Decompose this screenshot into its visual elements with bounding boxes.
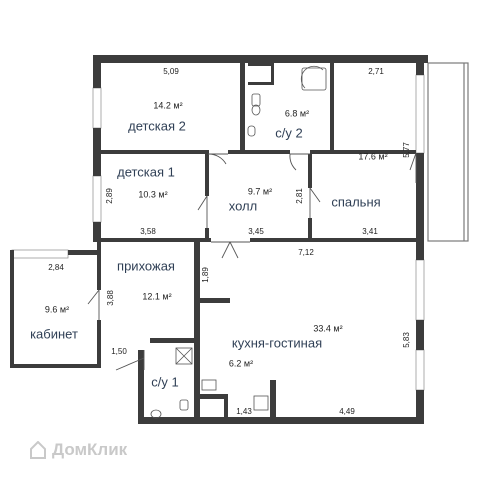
detskaya1-label: детская 1 [117, 164, 175, 180]
su2-label: с/у 2 [275, 125, 303, 141]
inner-walls [93, 63, 416, 424]
house-icon [30, 441, 46, 459]
kuhnya-label: кухня-гостиная [231, 335, 323, 351]
su2-area: 6.8 м² [284, 108, 310, 119]
dim-office-height: 3,88 [106, 290, 115, 306]
balcony [427, 62, 469, 242]
dim-child1-width: 3,58 [140, 227, 156, 236]
dim-bedroom-width: 3,41 [362, 227, 378, 236]
su1-area: 6.2 м² [228, 358, 254, 369]
fixtures [150, 65, 327, 419]
dim-top-left: 5,09 [163, 67, 179, 76]
dim-kitchen-bottom: 4,49 [339, 407, 355, 416]
doors [87, 152, 417, 371]
prihozhaya-area: 12.1 м² [142, 291, 172, 302]
dim-hallway-height: 1,89 [201, 267, 210, 283]
holl-label: холл [228, 198, 258, 214]
prihozhaya-label: прихожая [117, 258, 175, 274]
spalnya-label: спальня [331, 194, 381, 210]
dim-top-right: 2,71 [368, 67, 384, 76]
dim-kitchen-top: 7,12 [298, 248, 314, 257]
detskaya1-area: 10.3 м² [138, 189, 168, 200]
detskaya2-label: детская 2 [128, 118, 186, 134]
watermark: ДомКлик [30, 440, 127, 460]
dim-kitchen-height: 5,83 [402, 332, 411, 348]
kuhnya-area: 33.4 м² [313, 323, 343, 334]
kabinet-label: кабинет [30, 326, 78, 342]
dim-office-width: 2,84 [48, 263, 64, 272]
detskaya2-area: 14.2 м² [153, 100, 183, 111]
dim-bedroom-height: 5,77 [402, 142, 411, 158]
dim-child1-height: 2,89 [105, 188, 114, 204]
dim-hall-width: 3,45 [248, 227, 264, 236]
dim-bath1-top: 1,50 [111, 347, 127, 356]
holl-area: 9.7 м² [247, 186, 273, 197]
spalnya-area: 17.6 м² [358, 151, 388, 162]
su1-label: с/у 1 [151, 374, 179, 390]
dim-hall-height: 2,81 [295, 188, 304, 204]
watermark-text: ДомКлик [52, 440, 128, 459]
kabinet-area: 9.6 м² [44, 304, 70, 315]
dim-bath1-width: 1,43 [236, 407, 252, 416]
